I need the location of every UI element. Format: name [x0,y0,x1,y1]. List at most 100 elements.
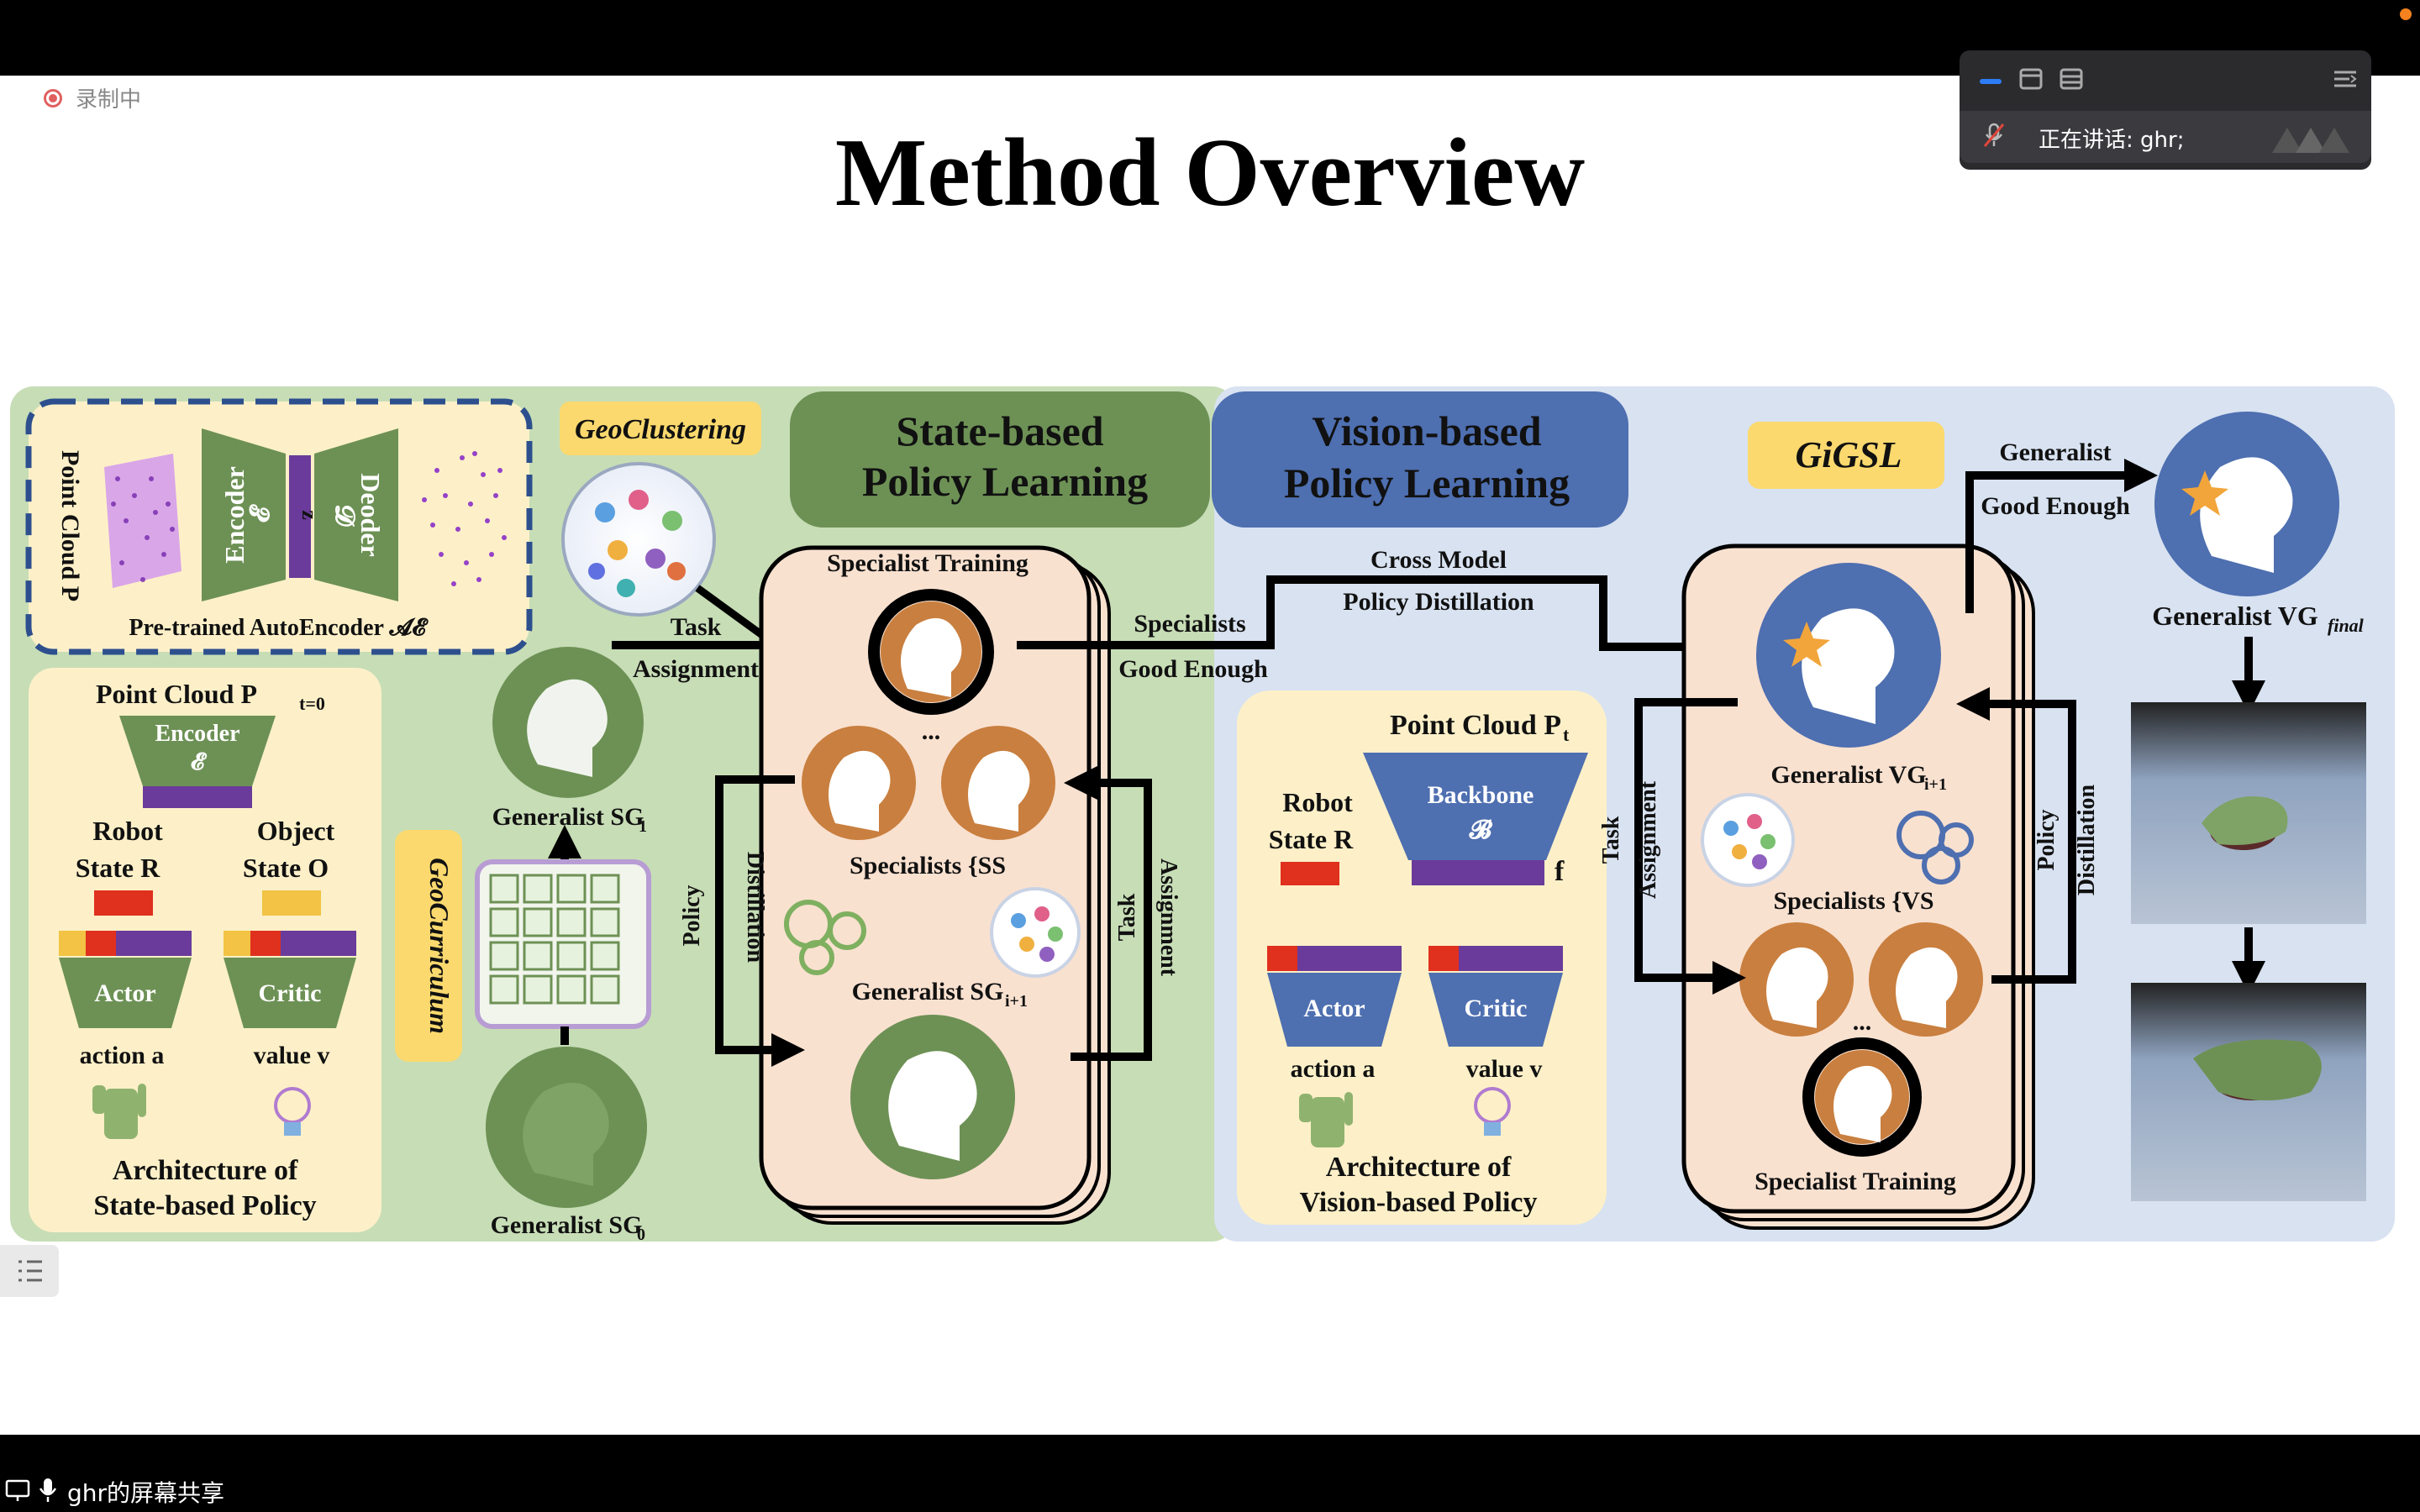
vision-cluster-icon [1701,793,1795,887]
record-icon [44,88,62,108]
recording-indicator: 录制中 [44,82,141,113]
svg-text:value v: value v [254,1042,330,1069]
geocurriculum-tag [395,830,462,1062]
vision-robot-hand-icon [1299,1092,1353,1147]
status-dot [2400,8,2412,20]
svg-text:Generalist SG: Generalist SG [852,978,1004,1005]
svg-text:State R: State R [1269,824,1354,854]
svg-text:Deoder: Deoder [355,473,386,557]
muted-mic-icon [1980,121,2008,150]
svg-text:1: 1 [639,817,647,836]
robot-hand-icon [92,1084,146,1139]
svg-text:Generalist VG: Generalist VG [1770,761,1926,789]
svg-text:Policy Distillation: Policy Distillation [1343,588,1534,616]
svg-text:𝓔: 𝓔 [245,504,275,522]
svg-text:action a: action a [80,1042,165,1069]
window-icon[interactable] [2018,67,2044,91]
svg-text:Generalist SG: Generalist SG [492,803,644,831]
svg-text:Distillation: Distillation [742,852,768,963]
vision-lightbulb-icon [1474,1087,1511,1136]
svg-text:Robot: Robot [1282,787,1353,817]
microphone-icon [39,1478,57,1502]
pretrained-title: Pre-trained AutoEncoder 𝓐𝓔 [129,615,429,641]
gigsl-tag [1748,422,1944,489]
sa-encoder-trapezoid [119,716,276,786]
recording-label: 录制中 [76,87,142,113]
svg-text:Architecture of: Architecture of [1326,1152,1512,1183]
method-diagram: Point Cloud P Encoder 𝓔 z Deoder 𝓓 Pre-t… [10,386,2395,1244]
svg-text:Policy: Policy [2033,809,2060,870]
svg-text:action a: action a [1291,1055,1376,1083]
vision-policy-header [1212,391,1628,528]
gallery-icon[interactable] [2059,67,2084,91]
cluster-icon-small [990,887,1081,978]
svg-text:Good Enough: Good Enough [1981,492,2130,520]
svg-text:Assignment: Assignment [1635,780,1661,899]
svg-text:GeoClustering: GeoClustering [575,414,746,445]
svg-text:Architecture of: Architecture of [113,1155,298,1186]
robot-hand-grasp-1 [2202,796,2288,850]
state-policy-header [790,391,1210,528]
svg-text:Task: Task [1114,893,1140,941]
cluster-dots [588,490,686,597]
lightbulb-icon [274,1087,311,1136]
gears-icon [784,900,866,975]
svg-text:t: t [1563,724,1570,745]
speaker-row: 正在讲话: ghr; [1960,111,2371,163]
svg-text:State-based Policy: State-based Policy [93,1190,316,1221]
svg-text:Assignment: Assignment [1155,858,1181,977]
svg-text:0: 0 [637,1226,645,1244]
list-icon [18,1260,42,1282]
svg-text:Generalist: Generalist [1999,438,2111,466]
svg-text:Backbone: Backbone [1428,781,1534,809]
geoclustering-tag [560,402,761,455]
svg-text:Critic: Critic [1465,995,1528,1022]
svg-text:Task: Task [671,613,722,641]
svg-text:Specialists {VS: Specialists {VS [1773,887,1933,915]
svg-text:final: final [2328,615,2365,636]
point-cloud-cube-icon [104,454,182,588]
meeting-panel[interactable]: 正在讲话: ghr; [1960,50,2371,170]
encoder-trapezoid [202,428,286,601]
minimize-icon[interactable] [1978,67,2003,91]
vision-gears-icon [1897,811,1974,885]
svg-text:Specialists {SS: Specialists {SS [850,852,1006,879]
svg-text:Critic: Critic [259,979,322,1007]
state-actor [59,958,192,1028]
svg-text:Specialists: Specialists [1134,610,1245,638]
svg-text:i+1: i+1 [1924,775,1947,794]
svg-text:...: ... [922,717,941,745]
svg-text:Specialist Training: Specialist Training [1754,1168,1956,1195]
backbone-trapezoid [1363,753,1588,860]
svg-text:Specialist Training: Specialist Training [827,549,1028,577]
svg-text:Assignment: Assignment [633,655,759,683]
speaking-label: 正在讲话: ghr; [2039,128,2185,153]
svg-text:Good Enough: Good Enough [1118,655,1268,683]
state-specialist-box [759,545,1092,1210]
svg-text:𝓔: 𝓔 [191,749,208,775]
svg-text:Robot: Robot [92,816,163,846]
svg-text:Distillation: Distillation [2074,784,2100,895]
svg-text:z: z [297,510,322,520]
slide-title: Method Overview [834,119,1586,227]
svg-text:Policy Learning: Policy Learning [1284,459,1570,507]
svg-text:t=0: t=0 [299,693,325,714]
screen-share-icon [5,1479,30,1501]
svg-text:𝓓: 𝓓 [330,505,360,528]
vision-specialist-box [1681,543,2016,1214]
collapse-panel-icon[interactable] [2333,67,2358,91]
sidebar-toggle-button[interactable] [0,1245,59,1297]
svg-text:Vision-based Policy: Vision-based Policy [1299,1187,1537,1218]
svg-text:State-based: State-based [896,407,1103,454]
svg-text:Point Cloud P: Point Cloud P [56,450,84,601]
screen-share-label: ghr的屏幕共享 [67,1479,225,1507]
svg-text:Actor: Actor [1303,995,1365,1022]
svg-text:State R: State R [76,853,160,883]
svg-text:GeoCurriculum: GeoCurriculum [424,858,455,1034]
svg-text:f: f [1555,856,1565,887]
reconstructed-point-cloud-icon [422,451,507,586]
svg-text:Policy: Policy [679,885,705,946]
svg-text:Generalist SG: Generalist SG [491,1211,643,1239]
svg-text:GiGSL: GiGSL [1795,434,1902,475]
signal-logo-icon [2272,128,2349,153]
